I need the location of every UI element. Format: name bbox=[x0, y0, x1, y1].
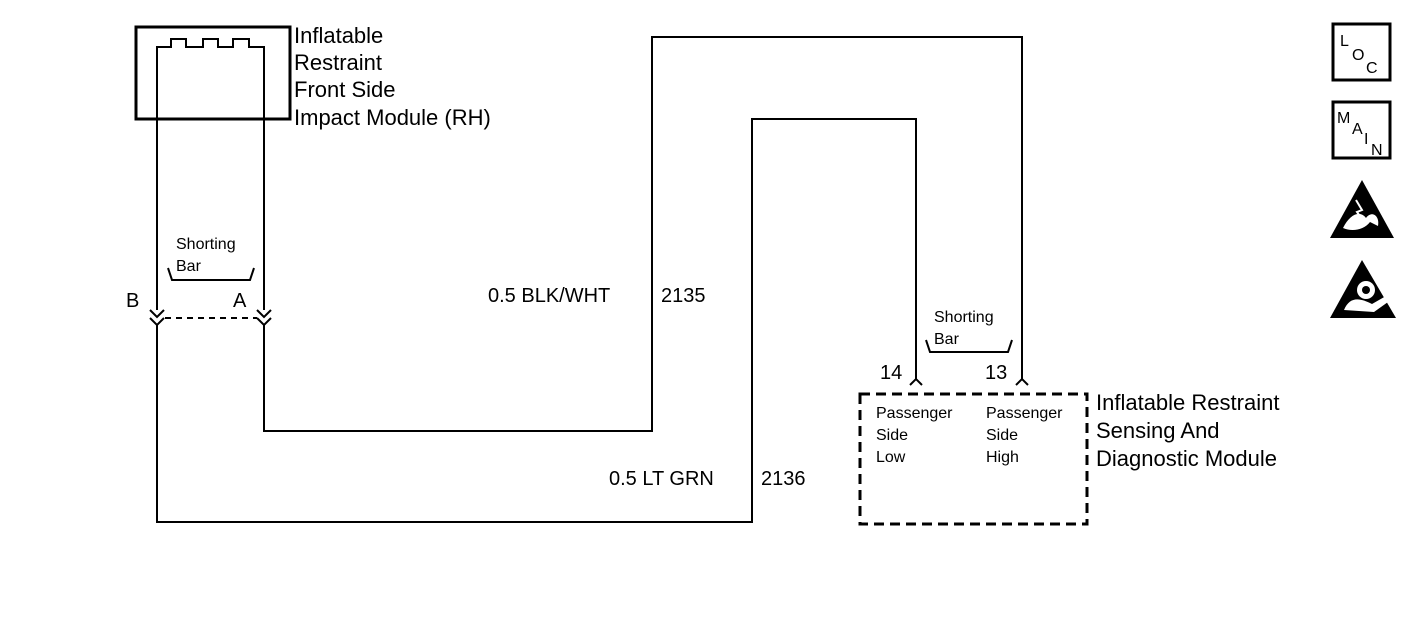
sdm-title-1: Inflatable Restraint bbox=[1096, 390, 1279, 415]
sdm-high-line-2: Side bbox=[986, 427, 1018, 444]
pin-a-label: A bbox=[233, 290, 247, 312]
airbag-warning-icon bbox=[1330, 260, 1396, 318]
esd-spark-shape bbox=[1355, 199, 1365, 223]
loc-icon: L O C bbox=[1331, 22, 1392, 82]
pin-13-terminal bbox=[1015, 377, 1029, 386]
side-module-box bbox=[134, 25, 292, 121]
side-shorting-bar-label-1: Shorting bbox=[176, 236, 236, 253]
side-shorting-bar: Shorting Bar bbox=[165, 236, 257, 319]
sdm-high-line-3: High bbox=[986, 449, 1019, 466]
side-module-title-1: Inflatable bbox=[294, 23, 383, 48]
pin-b-terminal bbox=[149, 309, 165, 327]
esd-hand-shape bbox=[1343, 213, 1379, 230]
side-module-title-2: Restraint bbox=[294, 50, 382, 75]
pin-b-label: B bbox=[126, 290, 139, 312]
sdm-low-line-1: Passenger bbox=[876, 405, 953, 422]
sdm-title-2: Sensing And bbox=[1096, 418, 1220, 443]
main-icon-m: M bbox=[1337, 110, 1350, 127]
sdm-module: Passenger Side Low Passenger Side High I… bbox=[858, 390, 1279, 526]
main-icon-a: A bbox=[1352, 121, 1363, 138]
side-impact-module: Inflatable Restraint Front Side Impact M… bbox=[134, 23, 491, 130]
sdm-shorting-bar-bracket bbox=[925, 339, 1013, 353]
main-icon: M A I N bbox=[1331, 100, 1392, 160]
wire-2136-circuit: 2136 bbox=[761, 468, 806, 490]
wire-2136 bbox=[156, 118, 917, 523]
sdm-shorting-bar-label-1: Shorting bbox=[934, 309, 994, 326]
sdm-dashed-box bbox=[858, 392, 1089, 526]
wire-2136-label: 0.5 LT GRN bbox=[609, 468, 714, 490]
airbag-face-dot bbox=[1362, 286, 1370, 294]
wire-2135-circuit: 2135 bbox=[661, 285, 706, 307]
loc-icon-o: O bbox=[1352, 47, 1364, 64]
sdm-low-line-3: Low bbox=[876, 449, 906, 466]
sdm-low-line-2: Side bbox=[876, 427, 908, 444]
main-icon-i: I bbox=[1364, 131, 1368, 148]
pin-a-terminal bbox=[256, 309, 272, 327]
sdm-shorting-bar: Shorting Bar bbox=[925, 309, 1013, 353]
sdm-high-line-1: Passenger bbox=[986, 405, 1063, 422]
airbag-body-shape bbox=[1344, 296, 1388, 312]
pin-14-label: 14 bbox=[880, 362, 902, 384]
loc-icon-c: C bbox=[1366, 60, 1378, 77]
loc-icon-frame bbox=[1331, 22, 1392, 82]
side-module-connector-outline bbox=[156, 38, 265, 119]
side-module-title-4: Impact Module (RH) bbox=[294, 105, 491, 130]
sdm-title-3: Diagnostic Module bbox=[1096, 446, 1277, 471]
side-shorting-bar-label-2: Bar bbox=[176, 258, 202, 275]
main-icon-n: N bbox=[1371, 142, 1383, 159]
wire-2135-label: 0.5 BLK/WHT bbox=[488, 285, 610, 307]
pin-13-label: 13 bbox=[985, 362, 1007, 384]
esd-warning-icon bbox=[1330, 180, 1394, 238]
pin-14-terminal bbox=[909, 377, 923, 386]
side-shorting-bar-bracket bbox=[167, 267, 255, 281]
wire-2135 bbox=[263, 36, 1023, 432]
side-module-title-3: Front Side bbox=[294, 77, 396, 102]
loc-icon-l: L bbox=[1340, 33, 1349, 50]
main-icon-frame bbox=[1331, 100, 1392, 160]
sdm-shorting-bar-label-2: Bar bbox=[934, 331, 960, 348]
